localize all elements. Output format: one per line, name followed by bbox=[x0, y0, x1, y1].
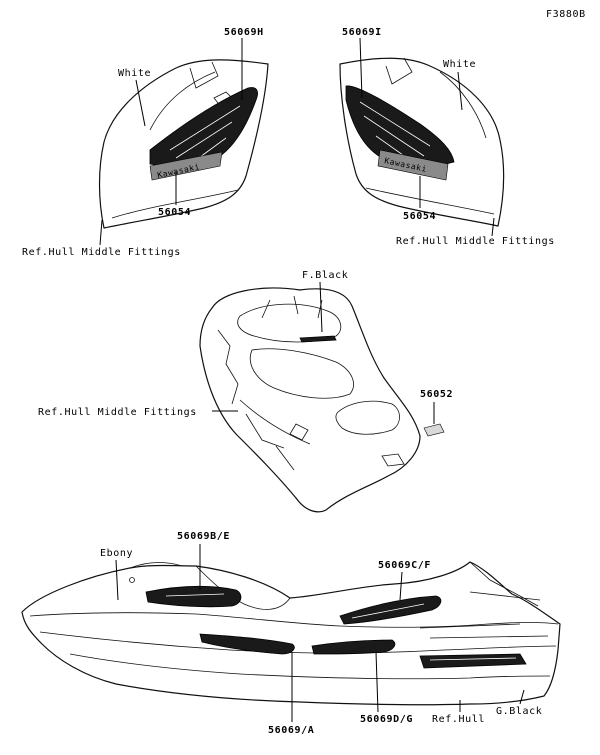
hull-ref-label: Ref.Hull bbox=[432, 714, 485, 725]
right-color-label: White bbox=[443, 59, 476, 70]
left-part-56054: 56054 bbox=[158, 207, 191, 218]
right-side-panel: Kawasaki bbox=[339, 57, 505, 227]
left-logo-plate bbox=[149, 151, 223, 181]
right-logo-plate bbox=[377, 149, 449, 181]
center-deck-assembly bbox=[199, 287, 421, 513]
center-decal-strip bbox=[299, 335, 337, 343]
hull-part-56069dg: 56069D/G bbox=[360, 714, 413, 725]
hull-part-56069cf: 56069C/F bbox=[378, 560, 431, 571]
hull-color-label: Ebony bbox=[100, 548, 133, 559]
hull-side-view bbox=[21, 561, 561, 706]
center-ref-label: Ref.Hull Middle Fittings bbox=[38, 407, 197, 418]
center-color-label: F.Black bbox=[302, 270, 348, 281]
center-part-56052-shape bbox=[423, 423, 445, 437]
center-part-56052: 56052 bbox=[420, 389, 453, 400]
right-ref-label: Ref.Hull Middle Fittings bbox=[396, 236, 555, 247]
hull-part-560690a: 56069/A bbox=[268, 725, 314, 736]
figure-code: F3880B bbox=[546, 9, 586, 20]
hull-body bbox=[21, 561, 561, 706]
hull-decal-56069cf bbox=[339, 595, 442, 625]
left-color-label: White bbox=[118, 68, 151, 79]
left-ref-label: Ref.Hull Middle Fittings bbox=[22, 247, 181, 258]
hull-part-56069be: 56069B/E bbox=[177, 531, 230, 542]
hull-decal-560690a bbox=[199, 633, 295, 655]
left-side-panel: Kawasaki bbox=[98, 59, 269, 229]
hull-color-label-lower: G.Black bbox=[496, 706, 542, 717]
right-part-56054: 56054 bbox=[403, 211, 436, 222]
right-decal-56069i bbox=[345, 85, 455, 167]
hull-decal-56069dg bbox=[311, 639, 396, 655]
left-part-56069h: 56069H bbox=[224, 27, 264, 38]
right-part-56069i: 56069I bbox=[342, 27, 382, 38]
hull-decal-rear-grille bbox=[419, 653, 527, 669]
hull-decal-56069be bbox=[145, 585, 242, 608]
